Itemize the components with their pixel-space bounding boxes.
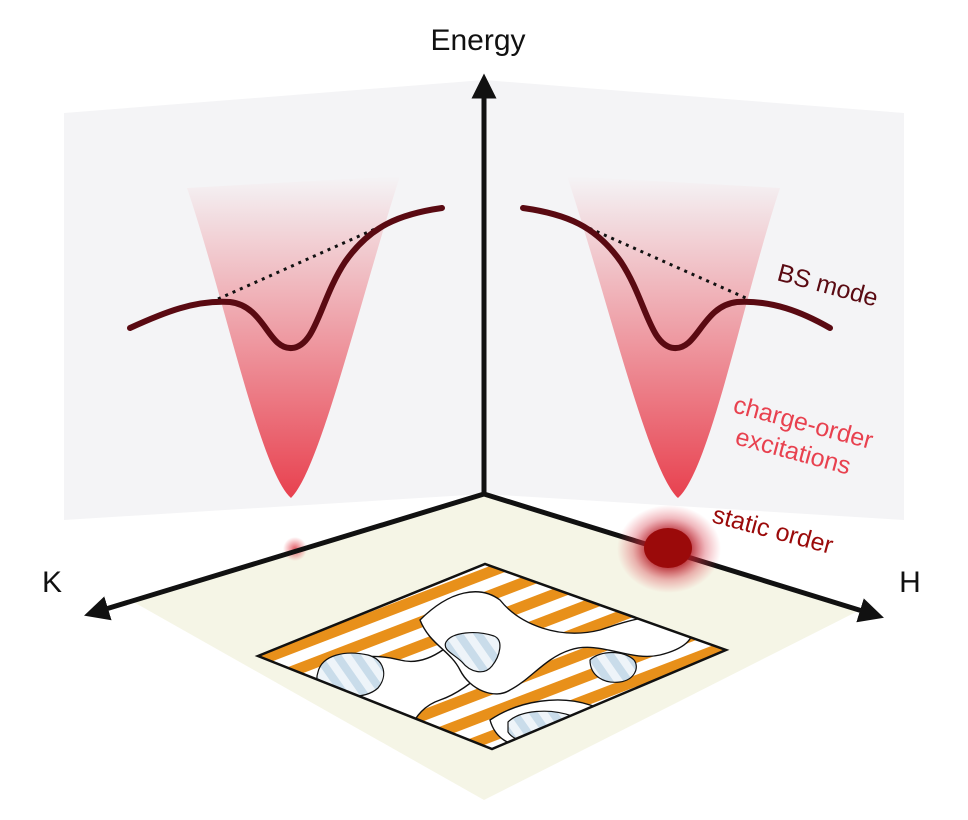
minor-domain: [444, 632, 501, 673]
h-axis-label: H: [899, 566, 921, 599]
static-order-core: [644, 528, 692, 568]
left-bs-mode-curve: [127, 205, 445, 351]
domain-square-border: [254, 562, 730, 751]
minor-domain: [589, 651, 637, 683]
right-dotted-line: [581, 223, 749, 301]
energy-axis-label: Energy: [430, 24, 525, 57]
k-axis: [84, 491, 485, 621]
right-bs-mode-curve: [520, 205, 833, 351]
k-axis-label: K: [42, 566, 62, 599]
left-dotted-line: [217, 223, 385, 301]
